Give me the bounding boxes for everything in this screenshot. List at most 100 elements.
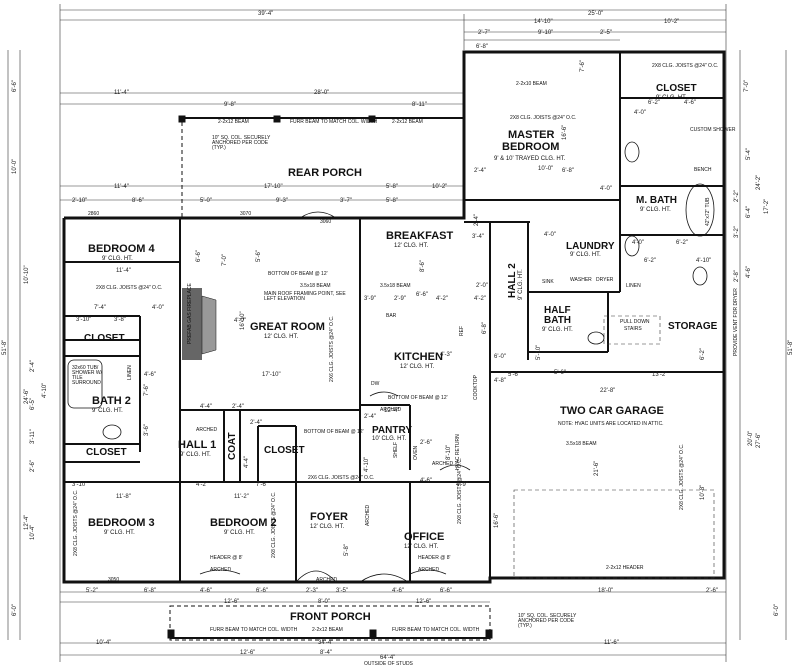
dim-r2-3-7: 3'-7" <box>340 198 352 204</box>
office-label: OFFICE <box>404 531 445 543</box>
bath2-tub: 32x60 TUB/ SHOWER W/ TILE SURROUND <box>72 365 102 386</box>
front-column-note: 10" SQ. COL. SECURELY ANCHORED PER CODE … <box>518 613 577 629</box>
dim-bath2-3-11: 3'-11" <box>30 429 36 444</box>
front-beam-left: FURR BEAM TO MATCH COL. WIDTH <box>210 627 298 633</box>
hall-closet-label: CLOSET <box>264 445 305 456</box>
pulldown-stairs-label: PULL DOWN <box>620 319 650 325</box>
dim-great-2-4: 2'-4" <box>232 404 244 410</box>
dim-bot-10-4: 10'-4" <box>96 640 112 646</box>
laundry-label: LAUNDRY <box>566 241 615 252</box>
master-bedroom-label: MASTER <box>508 129 555 141</box>
window-3060: 3060 <box>320 219 332 225</box>
dim-kit-2-6: 2'-6" <box>420 440 432 446</box>
dim-great-16-10: 16'-10" <box>240 311 246 330</box>
cooktop: COOKTOP <box>473 375 479 400</box>
rear-porch-label: REAR PORCH <box>288 167 362 179</box>
dim-bed3-4-2: 4'-2" <box>196 482 208 488</box>
laundry-sink: SINK <box>542 279 554 285</box>
bedroom3-label: BEDROOM 3 <box>88 517 155 529</box>
dim-br-5-6: 5'-6" <box>508 372 520 378</box>
outside-studs-note: OUTSIDE OF STUDS <box>364 661 413 667</box>
laundry-ceiling: 9' CLG. HT. <box>570 252 601 258</box>
dim-porch-11-4: 11'-4" <box>114 184 129 190</box>
dim-bfast-8-6: 8'-6" <box>420 260 426 272</box>
dim-bath2-7-6: 7'-6" <box>144 384 150 396</box>
dim-bath2-4-6: 4'-6" <box>144 372 156 378</box>
dim-mbr-4-6: 4'-6" <box>746 266 752 278</box>
pantry-ceiling: 10' CLG. HT. <box>372 436 407 442</box>
dim-bot-2-3: 2'-3" <box>306 588 318 594</box>
header-right: HEADER @ 8' <box>418 555 451 561</box>
dim-great-7-0: 7'-0" <box>222 254 228 266</box>
dim-laundry-4-0: 4'-0" <box>544 232 556 238</box>
bath2-top-closet-label: CLOSET <box>84 333 125 344</box>
master-closet-label: CLOSET <box>656 83 697 94</box>
dim-master-10-0: 10'-0" <box>538 166 554 172</box>
breakfast-label: BREAKFAST <box>386 230 454 242</box>
dim-bed2-7-6: 7'-6" <box>256 482 268 488</box>
dim-bath2-3-6: 3'-6" <box>144 424 150 436</box>
dim-top-2-5: 2'-5" <box>600 30 612 36</box>
dim-mb-7-6: 7'-6" <box>580 60 586 72</box>
dim-office-16-6: 16'-6" <box>494 512 500 528</box>
dryer-vent-note: PROVIDE VENT FOR DRYER <box>733 288 739 356</box>
window-3070: 3070 <box>240 211 252 217</box>
bath2-bottom-closet-label: CLOSET <box>86 447 127 458</box>
dim-bot-12-6c: 12'-6" <box>240 650 256 656</box>
exterior-walls <box>62 50 726 584</box>
dim-hb-5-6: 5'-6" <box>554 370 566 376</box>
dim-right-27-6: 27'-6" <box>756 432 762 448</box>
foyer-ceiling: 12' CLG. HT. <box>310 524 345 530</box>
dim-bot-4-6b: 4'-6" <box>392 588 404 594</box>
dim-mbath-4-10: 4'-10" <box>696 258 712 264</box>
bedroom4-label: BEDROOM 4 <box>88 243 155 255</box>
dim-coat-4-4: 4'-4" <box>244 456 250 468</box>
pantry-label: PANTRY <box>372 425 412 436</box>
great-room-label: GREAT ROOM <box>250 321 325 333</box>
great-room-ceiling: 12' CLG. HT. <box>264 334 299 340</box>
bedroom2-ceiling: 9' CLG. HT. <box>224 530 255 536</box>
dim-pantry-2-4: 2'-4" <box>364 414 376 420</box>
dim-bath2-2-4: 2'-4" <box>30 360 36 372</box>
storage-label: STORAGE <box>668 321 718 332</box>
dim-mbr-2-2: 2'-2" <box>734 190 740 202</box>
dim-bath2-3-8: 3'-8" <box>114 317 126 323</box>
foyer-joists: 2X6 CLG. JOISTS @24" O.C. <box>308 475 375 481</box>
dim-kit-2-9: 2'-9" <box>394 296 406 302</box>
front-porch-label: FRONT PORCH <box>290 611 371 623</box>
garage-joists: 2X8 CLG. JOISTS @24" O.C. <box>679 443 685 510</box>
bedroom3-joists: 2X8 CLG. JOISTS @24" O.C. <box>73 489 79 556</box>
dim-bottom-total: 64'-4" <box>380 655 396 661</box>
dim-top-10-2: 10'-2" <box>664 19 680 25</box>
master-joists: 2X8 CLG. JOISTS @24" O.C. <box>510 115 577 121</box>
dim-great-5-6: 5'-6" <box>256 250 262 262</box>
bedroom4-joists: 2X8 CLG. JOISTS @24" O.C. <box>96 285 163 291</box>
header-left: HEADER @ 8' <box>210 555 243 561</box>
dim-bed3-11-8: 11'-8" <box>116 494 131 500</box>
bath2-linen: LINEN <box>127 365 133 380</box>
dim-r2-2-4: 2'-4" <box>474 168 486 174</box>
fireplace-label: PREFAB GAS FIREPLACE <box>187 283 193 344</box>
ref: REF <box>459 326 465 336</box>
dim-left-6-0: 6'-0" <box>12 604 18 616</box>
dim-bed2-11-2: 11'-2" <box>234 494 249 500</box>
dim-foyer-5-8: 5'-8" <box>344 544 350 556</box>
dim-gar-6-2: 6'-2" <box>700 348 706 360</box>
dryer: DRYER <box>596 277 614 283</box>
dim-r2-9-3: 9'-3" <box>276 198 288 204</box>
closet-joists: 2X8 CLG. JOISTS @24" O.C. <box>652 63 719 69</box>
rear-column-note: 10" SQ. COL. SECURELY ANCHORED PER CODE … <box>212 135 271 151</box>
dim-garage-22-8: 22'-8" <box>600 388 616 394</box>
office-joists: 2X8 CLG. JOISTS @24" O.C. <box>457 457 463 524</box>
dim-bot-12-6b: 12'-6" <box>416 599 432 605</box>
dim-gar-10-8: 10'-8" <box>700 484 706 500</box>
master-closet-ceiling: 9' CLG. HT. <box>656 95 687 101</box>
dim-r2-5-8: 5'-8" <box>386 198 398 204</box>
great-joists: 2X6 CLG. JOISTS @24" O.C. <box>329 315 335 382</box>
dim-top-9-10: 9'-10" <box>538 30 554 36</box>
beam-3-5x18: 3.5x18 BEAM <box>300 283 331 289</box>
breakfast-ceiling: 12' CLG. HT. <box>394 243 429 249</box>
arched-4: ARCHED <box>196 427 218 433</box>
dim-br-6-0: 6'-0" <box>494 354 506 360</box>
dim-cl-4-6: 4'-6" <box>684 100 696 106</box>
